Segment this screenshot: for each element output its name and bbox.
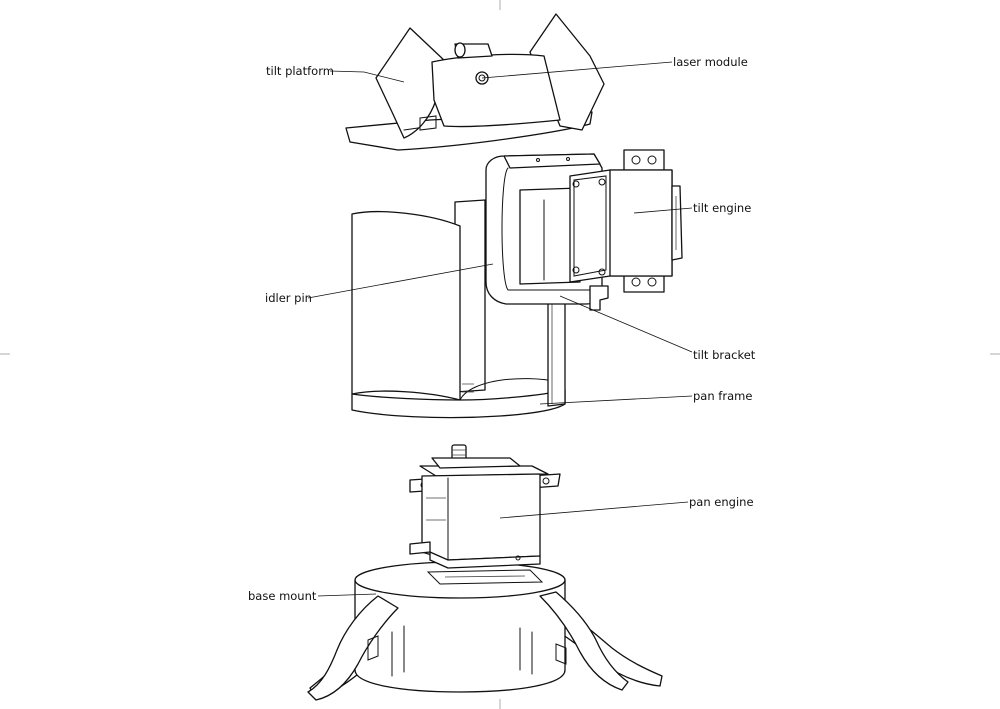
pan-engine-part	[409, 444, 561, 569]
leader-base-mount	[317, 593, 377, 597]
label-laser-module: laser module	[673, 55, 748, 69]
label-idler-pin: idler pin	[265, 291, 312, 305]
tilt-engine-part	[569, 149, 683, 293]
base-mount-part	[307, 561, 663, 701]
pan-frame-part	[351, 199, 566, 419]
label-tilt-platform: tilt platform	[266, 64, 334, 78]
tilt-platform-part	[345, 13, 605, 151]
callout-labels: tilt platform laser module tilt engine i…	[248, 55, 756, 603]
leader-tilt-engine	[633, 207, 693, 214]
label-base-mount: base mount	[248, 589, 317, 603]
leader-pan-engine	[499, 501, 689, 519]
label-pan-engine: pan engine	[689, 495, 754, 509]
leader-pan-frame	[539, 395, 693, 405]
leader-tilt-platform	[329, 70, 405, 83]
leader-tilt-bracket	[559, 295, 693, 353]
leader-laser-module	[481, 61, 673, 79]
leader-idler-pin	[307, 263, 494, 299]
label-pan-frame: pan frame	[693, 389, 752, 403]
label-tilt-engine: tilt engine	[693, 201, 751, 215]
label-tilt-bracket: tilt bracket	[693, 348, 756, 362]
leader-lines	[307, 61, 693, 597]
